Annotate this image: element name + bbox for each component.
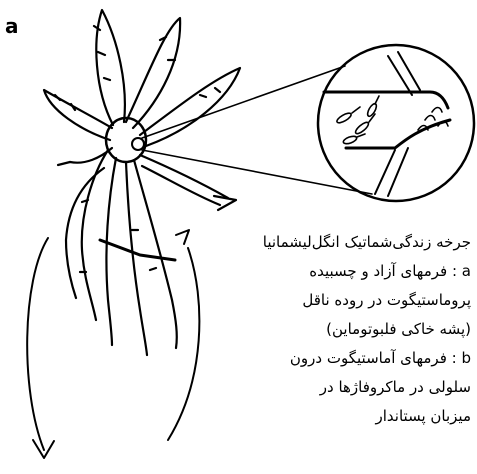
caption-line: سلولی در ماکروفاژها در (171, 373, 471, 402)
promastigotes (336, 96, 448, 145)
leg-6 (100, 240, 175, 260)
magnified-inset (318, 45, 474, 201)
wing-right (140, 68, 240, 146)
leg-3 (126, 162, 147, 355)
gut-channel (375, 52, 420, 196)
caption-line: (پشه خاکی فلبوتوماین) (171, 315, 471, 344)
caption-line: میزبان پستاندار (171, 402, 471, 431)
caption-line: a : فرمهای آزاد و چسبیده (171, 257, 471, 286)
pointer-line-top (142, 66, 345, 138)
caption-block: جرخه زندگی‌شماتیک انگل‌لیشمانیا a : فرمه… (171, 228, 471, 431)
panel-label: a (5, 14, 19, 38)
caption-line: b : فرمهای آماستیگوت درون (171, 344, 471, 373)
abdomen (140, 155, 228, 205)
caption-line: پروماستیگوت در روده ناقل (171, 286, 471, 315)
caption-line: جرخه زندگی‌شماتیک انگل‌لیشمانیا (171, 228, 471, 257)
midgut-marker (132, 138, 144, 150)
proboscis (58, 162, 70, 165)
wing-left-upper (96, 10, 125, 125)
leg-2 (106, 158, 116, 345)
gut-wall-upper (324, 92, 448, 108)
